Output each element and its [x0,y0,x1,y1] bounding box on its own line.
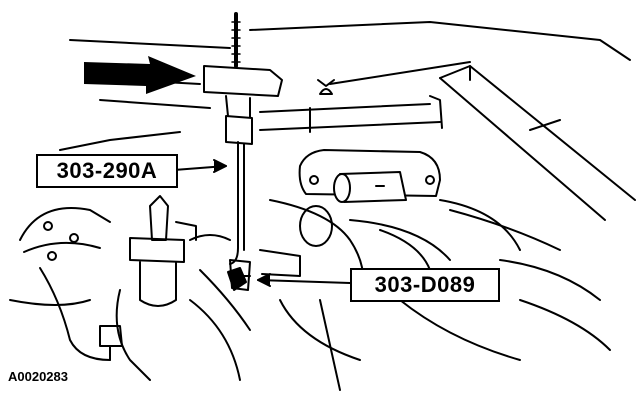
clip-303-D089 [227,267,251,291]
engine-hoses [189,199,611,391]
wing-nut [317,79,335,95]
direction-arrow-icon [84,56,196,94]
callout-303-D089: 303-D089 [350,268,500,302]
sensor-housing [298,149,441,203]
egg-component [299,205,333,247]
tool-303-290A [203,12,283,291]
radiator-support [439,65,636,221]
leader-303-290A [173,159,227,173]
callout-303-290A: 303-290A [36,154,178,188]
distributor-assembly [115,195,231,381]
crossmember-bar [259,95,443,133]
wiring-harness [9,207,123,361]
figure-id: A0020283 [8,369,68,384]
hood-outline [59,21,631,151]
leader-303-D089 [257,273,351,287]
